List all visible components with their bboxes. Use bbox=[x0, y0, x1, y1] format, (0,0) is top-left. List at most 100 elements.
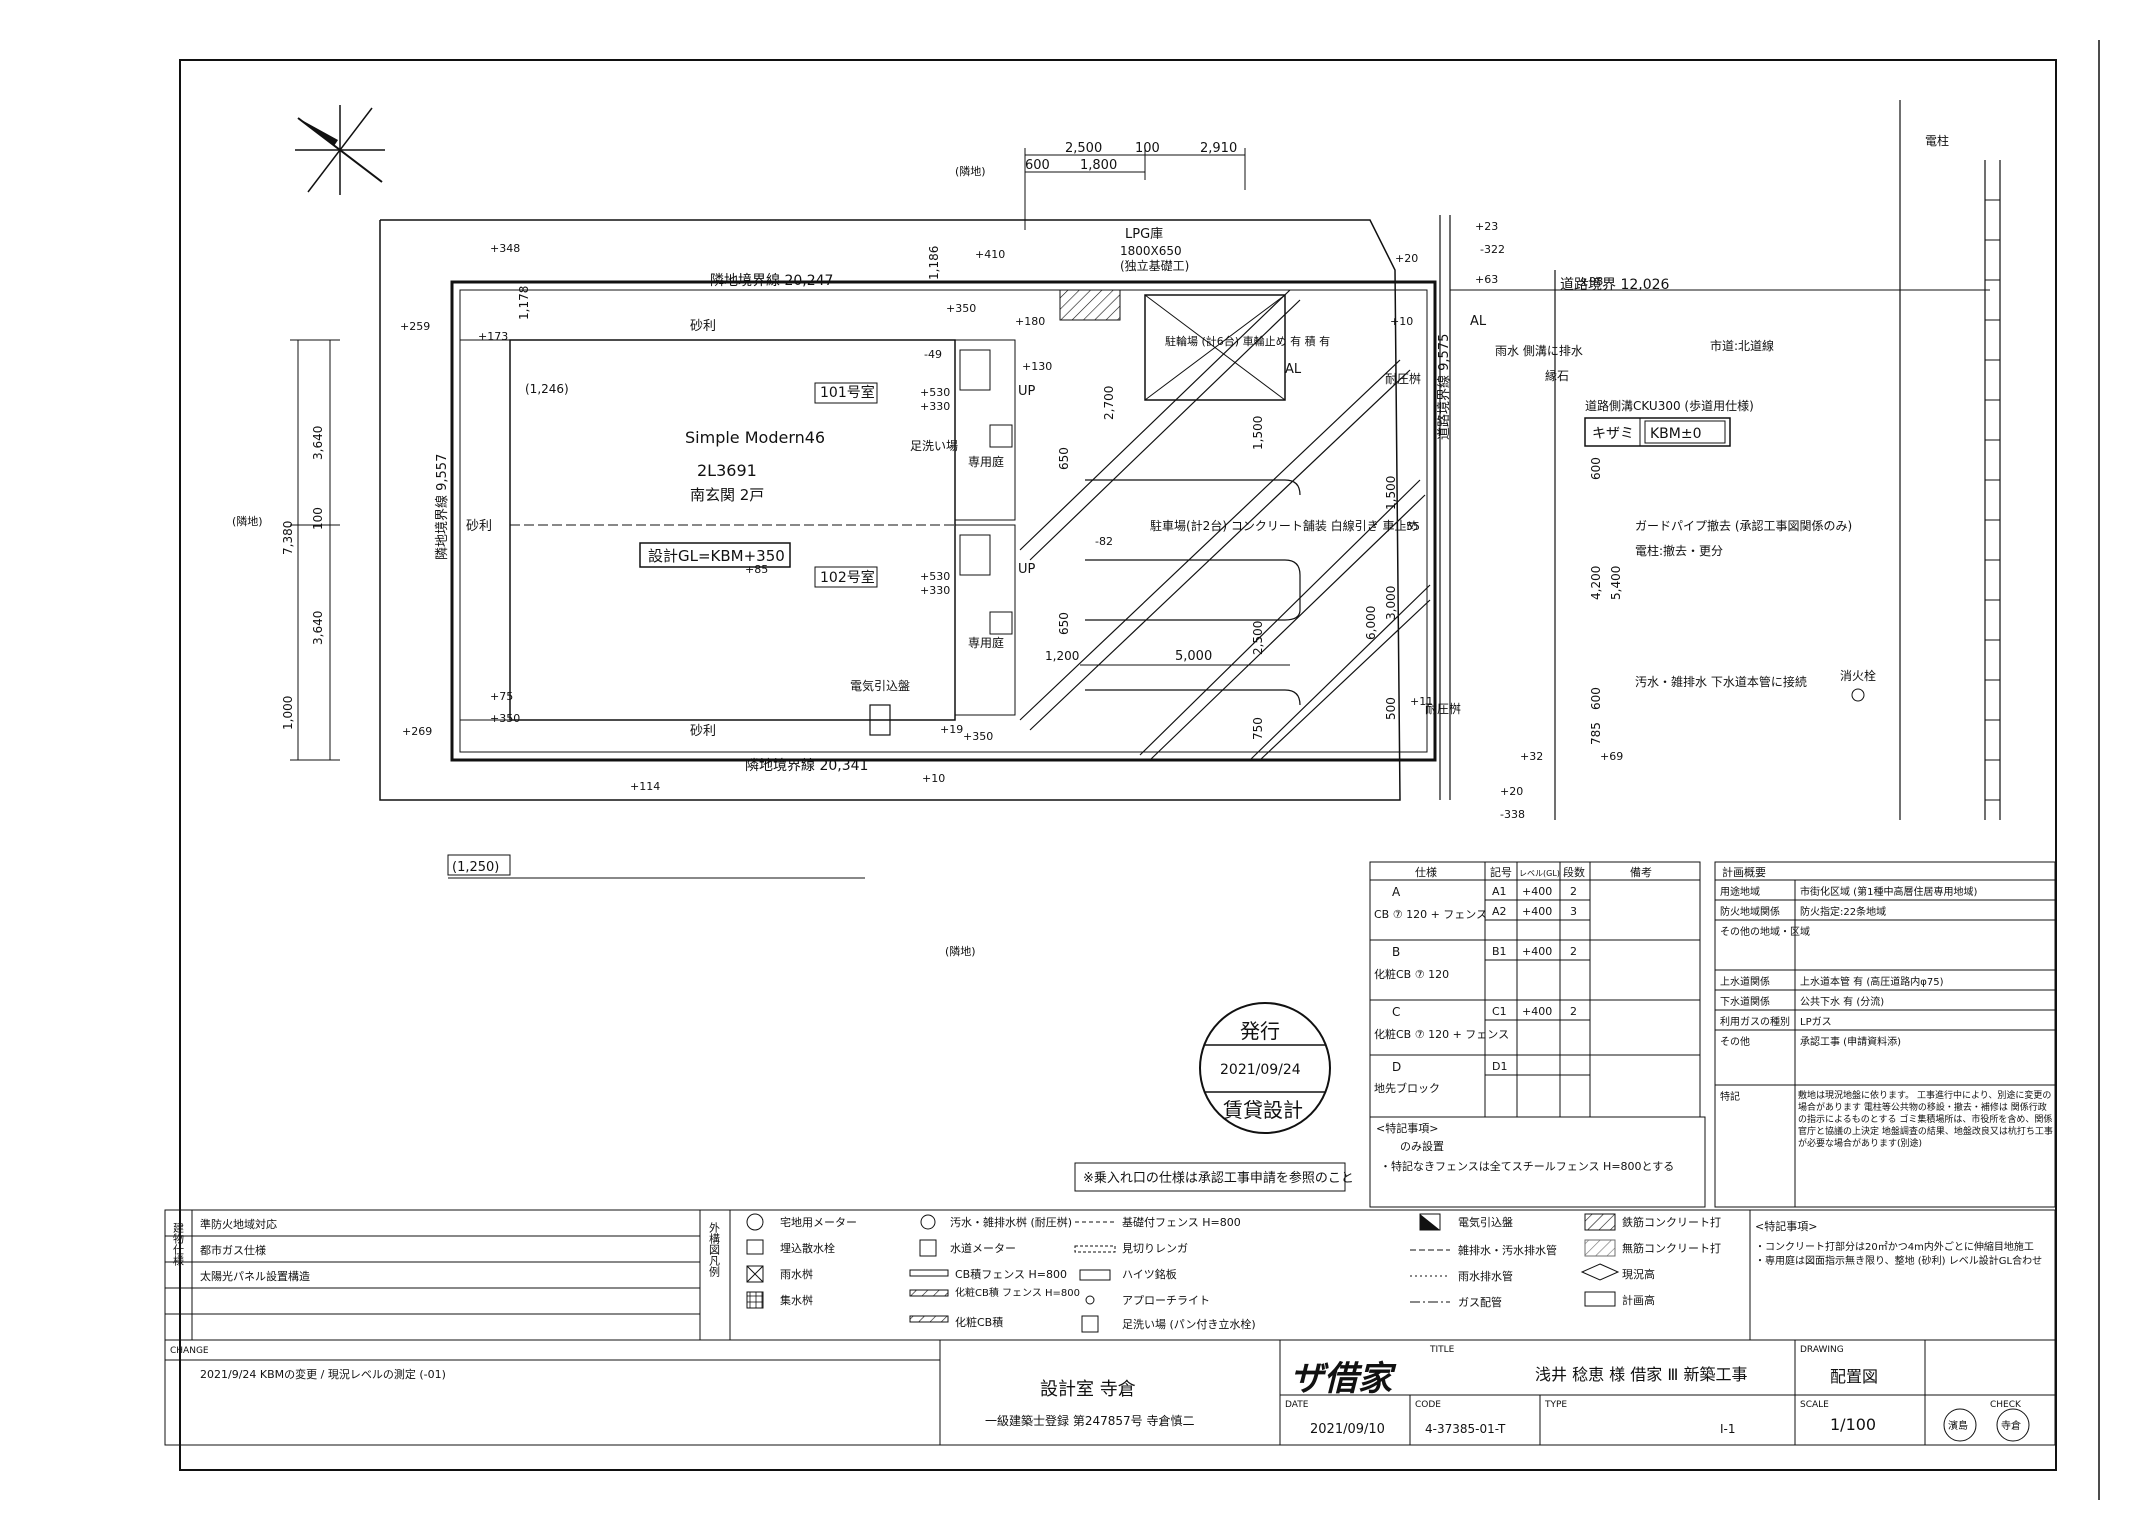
dim-650a: 650 bbox=[1057, 447, 1071, 470]
neighbor-top-label: (隣地) bbox=[955, 164, 986, 178]
water-meter-icon bbox=[919, 1239, 937, 1257]
bspec-vertical: 建物仕様 bbox=[172, 1221, 185, 1266]
legend-16: 雨水排水管 bbox=[1458, 1269, 1513, 1283]
plan-outline-table bbox=[1714, 861, 2056, 1208]
seal-2-text: 寺倉 bbox=[2001, 1419, 2021, 1432]
svg-text:-322: -322 bbox=[1480, 243, 1505, 256]
svg-text:+32: +32 bbox=[1520, 750, 1543, 763]
notice-text: ※乗入れ口の仕様は承認工事申請を参照のこと bbox=[1083, 1170, 1354, 1186]
dim-650b: 650 bbox=[1057, 612, 1071, 635]
check-label: CHECK bbox=[1990, 1400, 2022, 1410]
svg-text:+20: +20 bbox=[1500, 785, 1523, 798]
spec-d-desc: 地先ブロック bbox=[1374, 1081, 1440, 1095]
spec-h-4: 段数 bbox=[1563, 865, 1585, 879]
dim-1178: 1,178 bbox=[517, 286, 531, 320]
spec-h-5: 備考 bbox=[1630, 866, 1652, 879]
up-2: UP bbox=[1018, 562, 1036, 577]
brick-label: 耐圧桝 bbox=[1385, 371, 1421, 386]
dim-1246: (1,246) bbox=[525, 382, 569, 396]
po-l5: 利用ガスの種別 bbox=[1720, 1015, 1790, 1028]
lpg-note: (独立基礎工) bbox=[1120, 258, 1189, 273]
dim-1500b: 1,500 bbox=[1384, 476, 1398, 510]
legend-11: ハイツ銘板 bbox=[1122, 1267, 1177, 1281]
left-dimensions bbox=[290, 339, 340, 761]
bspec-row-0: 準防火地域対応 bbox=[200, 1217, 277, 1231]
building-code: 2L3691 bbox=[697, 461, 757, 480]
title-block bbox=[164, 1339, 2056, 1446]
dim-785: 785 bbox=[1589, 722, 1603, 745]
sewage-note: 汚水・雑排水 下水道本管に接続 bbox=[1635, 674, 1807, 689]
legend-2: 雨水桝 bbox=[780, 1267, 813, 1281]
date-label: DATE bbox=[1285, 1400, 1309, 1410]
elec-label: 電気引込盤 bbox=[850, 678, 910, 693]
svg-text:-49: -49 bbox=[924, 348, 942, 361]
legend-note-2: ・専用庭は図面指示無き限り、整地 (砂利) レベル設計GL合わせ bbox=[1755, 1254, 2042, 1267]
spec-d-sym1: D1 bbox=[1492, 1060, 1507, 1073]
legend-4: 汚水・雑排水桝 (耐圧桝) bbox=[950, 1215, 1072, 1229]
svg-text:+530: +530 bbox=[920, 570, 950, 583]
legend-note-title: <特記事項> bbox=[1755, 1219, 1817, 1233]
svg-text:-82: -82 bbox=[1095, 535, 1113, 548]
svg-text:+410: +410 bbox=[975, 248, 1005, 261]
drawing-name: 配置図 bbox=[1830, 1367, 1878, 1386]
garden-2: 専用庭 bbox=[968, 635, 1004, 650]
legend-13: 足洗い場 (パン付き立水栓) bbox=[1122, 1317, 1256, 1331]
building-name: Simple Modern46 bbox=[685, 428, 825, 447]
svg-text:+20: +20 bbox=[1395, 252, 1418, 265]
dim-1186: 1,186 bbox=[927, 246, 941, 280]
dim-3000: 3,000 bbox=[1384, 586, 1398, 620]
title-label: TITLE bbox=[1429, 1345, 1455, 1355]
guard-pipe-note: ガードパイプ撤去 (承認工事図関係のみ) bbox=[1635, 518, 1852, 533]
dim-1200: 1,200 bbox=[1045, 649, 1079, 663]
dim-600a: 600 bbox=[1589, 457, 1603, 480]
kbm-label: キザミ bbox=[1592, 426, 1634, 442]
spec-c-desc: 化粧CB ⑦ 120 + フェンス bbox=[1374, 1027, 1509, 1041]
svg-text:+348: +348 bbox=[490, 242, 520, 255]
type-label: TYPE bbox=[1544, 1400, 1567, 1410]
dim-2500: 2,500 bbox=[1065, 141, 1102, 156]
spec-a-step1: 2 bbox=[1570, 885, 1577, 898]
dim-6000: 6,000 bbox=[1364, 606, 1378, 640]
code-value: 4-37385-01-T bbox=[1425, 1422, 1506, 1436]
existing-level-icon bbox=[1580, 1263, 1620, 1281]
north-arrow-icon bbox=[295, 105, 385, 195]
boundary-bottom: 隣地境界線 20,341 bbox=[745, 758, 868, 774]
dim-2700: 2,700 bbox=[1102, 386, 1116, 420]
svg-text:+330: +330 bbox=[920, 584, 950, 597]
svg-text:-338: -338 bbox=[1500, 808, 1525, 821]
spec-c-step1: 2 bbox=[1570, 1005, 1577, 1018]
svg-text:+69: +69 bbox=[1600, 750, 1623, 763]
dim-1500: 1,500 bbox=[1251, 416, 1265, 450]
dim-100: 100 bbox=[1135, 141, 1160, 156]
dim-3640a: 3,640 bbox=[311, 426, 325, 460]
spec-c-sym1: C1 bbox=[1492, 1005, 1507, 1018]
spec-c-mark: C bbox=[1392, 1005, 1400, 1019]
railing bbox=[1985, 199, 2000, 801]
dim-500: 500 bbox=[1384, 697, 1398, 720]
dim-2910: 2,910 bbox=[1200, 141, 1237, 156]
edging-note: 縁石 bbox=[1545, 368, 1569, 383]
spec-a-sym2: A2 bbox=[1492, 905, 1507, 918]
svg-text:+350: +350 bbox=[946, 302, 976, 315]
legend-3: 集水桝 bbox=[780, 1293, 813, 1307]
curb-note: 道路側溝CKU300 (歩道用仕様) bbox=[1585, 398, 1754, 413]
bspec-row-2: 太陽光パネル設置構造 bbox=[200, 1269, 310, 1283]
hydrant-icon bbox=[1851, 688, 1865, 702]
svg-text:+85: +85 bbox=[745, 563, 768, 576]
spec-b-lvl1: +400 bbox=[1522, 945, 1552, 958]
legend-note-1: ・コンクリート打部分は20㎡かつ4m内外ごとに伸縮目地施工 bbox=[1755, 1240, 2034, 1253]
neighbor-bottom-label: (隣地) bbox=[945, 944, 976, 958]
svg-text:+11: +11 bbox=[1410, 695, 1433, 708]
po-l0: 用途地域 bbox=[1720, 885, 1760, 898]
seal-2 bbox=[1996, 1408, 2030, 1442]
po-v4: 公共下水 有 (分流) bbox=[1800, 995, 1884, 1008]
spec-special-title: <特記事項> bbox=[1376, 1121, 1438, 1135]
drain-icon bbox=[920, 1214, 936, 1230]
legend-14: 電気引込盤 bbox=[1458, 1215, 1513, 1229]
spec-a-lvl2: +400 bbox=[1522, 905, 1552, 918]
up-1: UP bbox=[1018, 384, 1036, 399]
seal-1 bbox=[1943, 1408, 1977, 1442]
scale-label: SCALE bbox=[1800, 1400, 1829, 1410]
svg-text:+330: +330 bbox=[920, 400, 950, 413]
dim-7380: 7,380 bbox=[281, 521, 295, 555]
